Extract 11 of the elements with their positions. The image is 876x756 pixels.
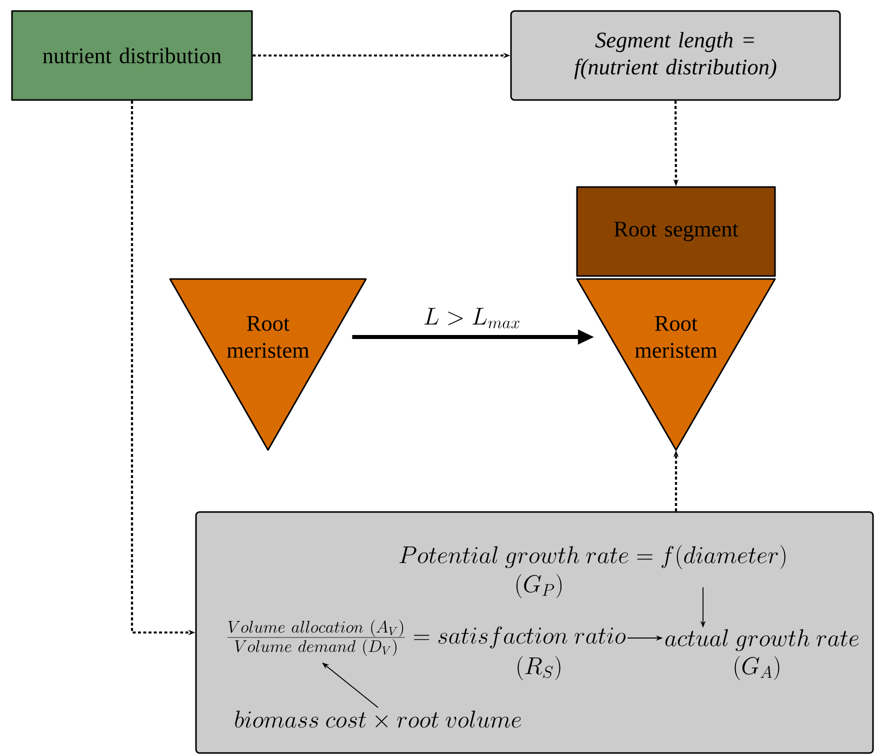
process-box: nutrient distribution bbox=[11, 10, 253, 101]
process-box: Root segment bbox=[576, 186, 776, 277]
formula-text: $biomass\ cost \times root\ volume$ bbox=[235, 710, 521, 728]
formula-text: $actual\ growth\ rate$ $(G_A)$ bbox=[665, 629, 859, 680]
edge-label: $L > L_{max}$ bbox=[422, 306, 522, 330]
formula-text: $\frac{Volume\ allocation\ (A_V)}{Volume\ demand\ (D_V)} = satisfaction\ ratio$ $(R_S)$ bbox=[227, 620, 626, 680]
formula-box bbox=[195, 511, 874, 754]
process-box: Segment length = f(nutrient distribution) bbox=[510, 10, 841, 101]
meristem-triangle: Root meristem bbox=[169, 278, 367, 451]
meristem-triangle: Root meristem bbox=[576, 278, 776, 451]
formula-text: $Potential\ growth\ rate = f(diameter)$ $(G_P)$ bbox=[400, 544, 786, 598]
